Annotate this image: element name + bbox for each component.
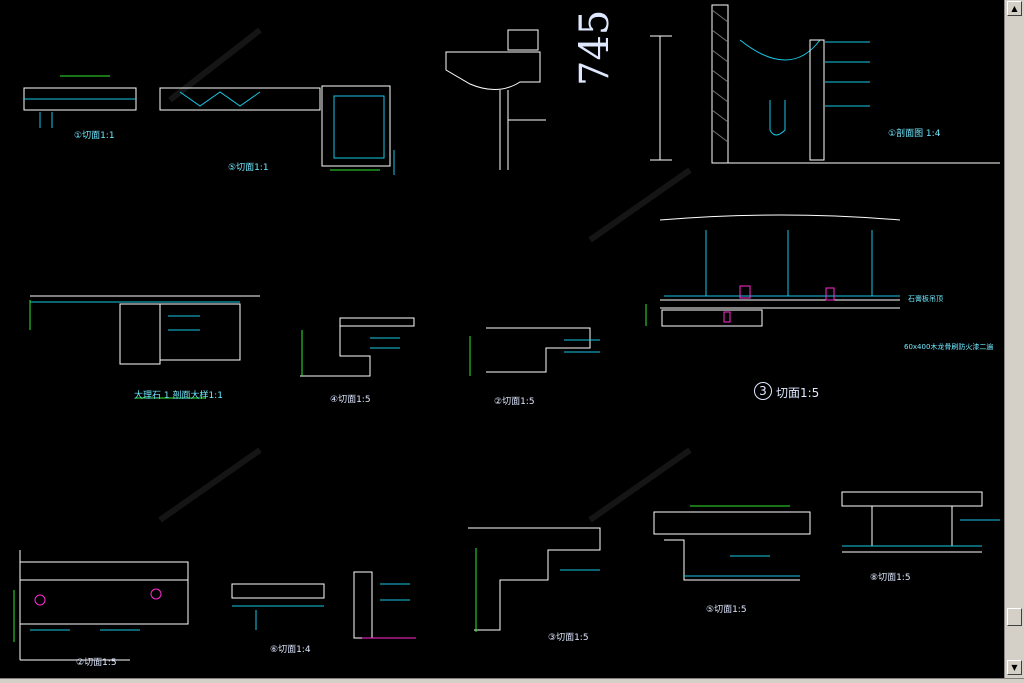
vertical-scrollbar[interactable]: ▲ ▼	[1004, 0, 1024, 678]
label-section-basin: ①剖面图 1:4	[888, 129, 941, 139]
label-section-8: ⑧切面1:5	[870, 573, 911, 583]
label-section-6: ⑥切面1:4	[270, 645, 311, 655]
label-section-3: 切面1:5	[776, 386, 820, 400]
label-section-3b: ③切面1:5	[548, 633, 589, 643]
label-section-bottom-left: ②切面1:5	[76, 658, 117, 668]
status-strip	[0, 678, 1024, 683]
label-section-5: ⑤切面1:5	[706, 605, 747, 615]
annotation-right-1: 石膏板吊顶	[908, 295, 943, 303]
label-section-left-mid: 大理石 1 剖面大样1:1	[134, 391, 223, 401]
label-section-top-left: ①切面1:1	[74, 131, 115, 141]
label-section-3-num: 3	[754, 382, 772, 400]
dimension-745: 745	[572, 9, 618, 86]
annotation-right-2: 60x400木龙骨刷防火漆二遍	[904, 343, 994, 351]
scroll-thumb[interactable]	[1007, 608, 1022, 626]
label-section-4: ④切面1:5	[330, 395, 371, 405]
label-section-2: ②切面1:5	[494, 397, 535, 407]
scroll-up-button[interactable]: ▲	[1007, 1, 1022, 16]
cad-drawing	[13, 4, 1000, 661]
label-section-top-mid: ⑤切面1:1	[228, 163, 269, 173]
scroll-down-button[interactable]: ▼	[1007, 660, 1022, 675]
drawing-canvas[interactable]: ①切面1:1 ⑤切面1:1 ①剖面图 1:4 大理石 1 剖面大样1:1 ④切面…	[0, 0, 1004, 678]
